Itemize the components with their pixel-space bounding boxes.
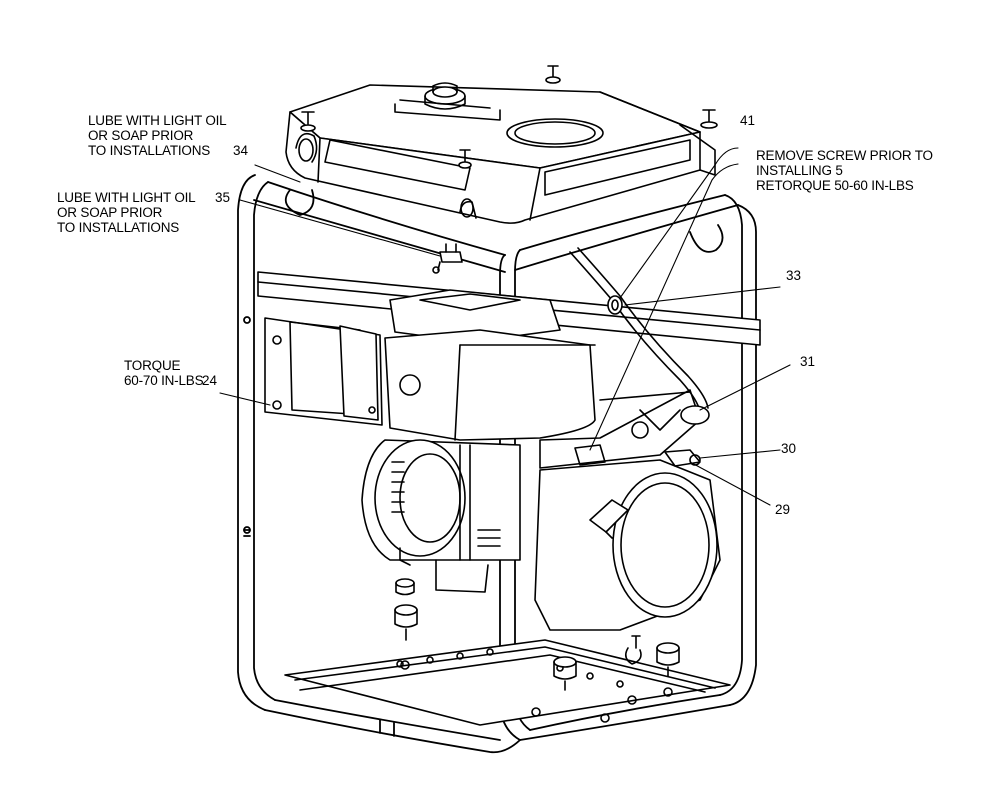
callout-41-number: 41 (740, 113, 756, 128)
ground-clamp (624, 635, 642, 665)
bolt-top-1 (545, 65, 561, 84)
bottom-cradle (284, 639, 731, 726)
callout-34-note: LUBE WITH LIGHT OIL OR SOAP PRIOR TO INS… (88, 113, 227, 158)
leader-lines (219, 147, 791, 506)
alternator (361, 439, 521, 593)
callout-24-number: 24 (202, 373, 218, 388)
callout-33-number: 33 (786, 268, 802, 283)
choke-lever (664, 449, 701, 467)
bottom-nuts (400, 660, 673, 723)
bolt-top-4 (458, 149, 472, 169)
fuel-valve (432, 243, 463, 274)
callout-31-number: 31 (800, 354, 816, 369)
control-panel (264, 317, 383, 426)
vibration-mount-2 (553, 656, 577, 691)
callout-35-note: LUBE WITH LIGHT OIL OR SOAP PRIOR TO INS… (57, 190, 196, 235)
callout-41-note: REMOVE SCREW PRIOR TO INSTALLING 5 RETOR… (756, 148, 933, 193)
vibration-mount-1 (394, 578, 418, 641)
callout-30-number: 30 (781, 441, 797, 456)
callout-34-number: 34 (233, 143, 249, 158)
callout-35-number: 35 (215, 190, 231, 205)
callout-29-number: 29 (775, 502, 791, 517)
engine (384, 289, 721, 631)
fuel-tank (285, 82, 716, 224)
bolt-top-2 (700, 109, 718, 129)
fuel-line (569, 247, 710, 425)
callout-24-note: TORQUE 60-70 IN-LBS (124, 358, 204, 388)
vibration-mount-3 (656, 642, 680, 677)
bolt-top-3 (300, 111, 316, 132)
